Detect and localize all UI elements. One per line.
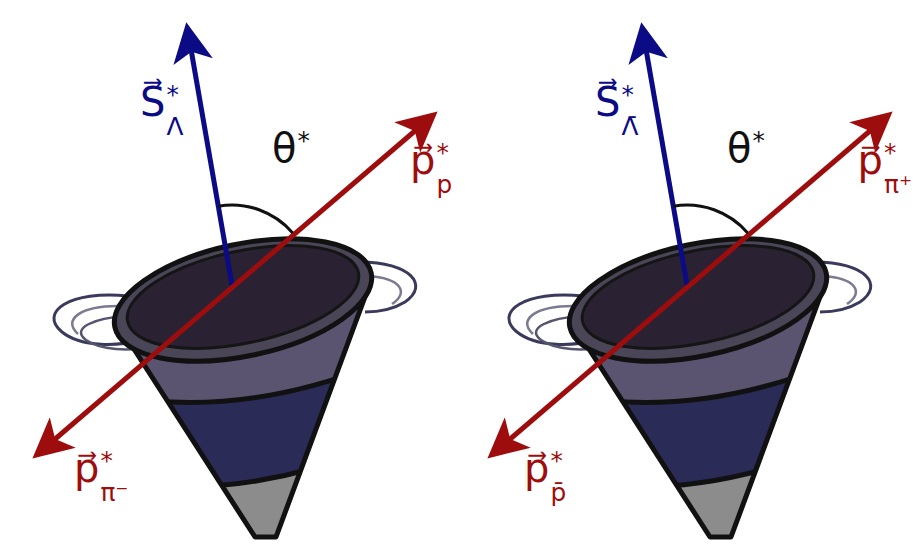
- momentum-label: p⃗*p: [410, 140, 452, 198]
- lambda-top: [40, 32, 430, 544]
- angle-label: θ*: [727, 128, 765, 168]
- momentum-label: p⃗*p̄: [524, 448, 566, 506]
- momentum-label: p⃗*π⁻: [74, 448, 128, 506]
- spin-vector-label: S⃗*Λ̄: [595, 82, 638, 140]
- antilambda-top: [495, 32, 885, 544]
- angle-label: θ*: [272, 128, 310, 168]
- spin-vector-label: S⃗*Λ: [140, 82, 183, 140]
- momentum-label: p⃗*π⁺: [858, 140, 912, 198]
